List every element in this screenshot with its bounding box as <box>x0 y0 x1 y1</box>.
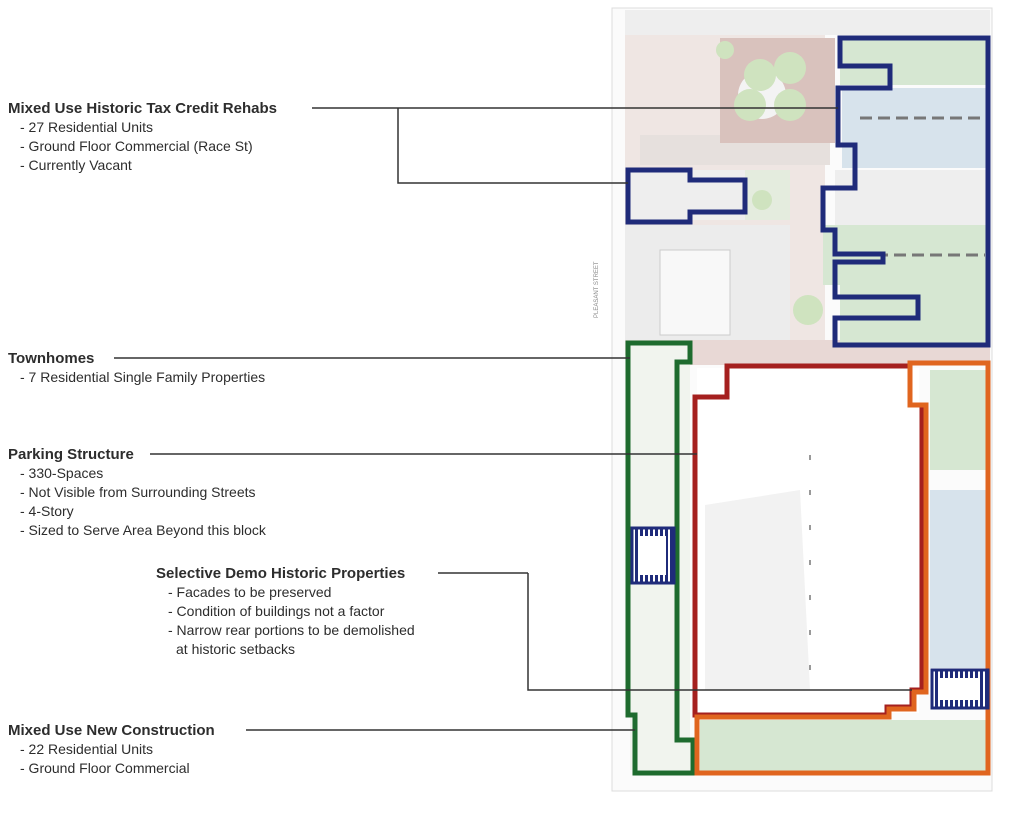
annotation-selective-demo: Selective Demo Historic Properties - Fac… <box>156 564 415 659</box>
demo-hatch-blocks <box>630 526 990 710</box>
annotation-item: - Narrow rear portions to be demolished <box>168 622 415 638</box>
annotation-item: - Facades to be preserved <box>168 584 332 600</box>
annotation-new-construction: Mixed Use New Construction - 22 Resident… <box>8 721 215 778</box>
annotation-title: Townhomes <box>8 350 95 367</box>
new-construction-buildings <box>700 370 988 772</box>
annotation-item: - 4-Story <box>20 503 74 519</box>
annotation-historic-rehabs: Mixed Use Historic Tax Credit Rehabs - 2… <box>8 99 277 175</box>
new-construction-outline <box>694 360 991 776</box>
annotation-title: Mixed Use New Construction <box>8 722 215 739</box>
annotation-item: - Condition of buildings not a factor <box>168 603 385 619</box>
annotation-item: - Sized to Serve Area Beyond this block <box>20 522 266 538</box>
courtyard <box>716 38 835 325</box>
street-label-west: PLEASANT STREET <box>594 261 600 318</box>
annotation-title: Selective Demo Historic Properties <box>156 565 406 582</box>
annotation-title: Mixed Use Historic Tax Credit Rehabs <box>8 100 277 117</box>
annotation-title: Parking Structure <box>8 446 134 463</box>
annotation-item: - 22 Residential Units <box>20 741 154 757</box>
historic-rehab-outline <box>625 35 991 348</box>
annotation-townhomes: Townhomes - 7 Residential Single Family … <box>8 349 265 387</box>
annotation-item: - 27 Residential Units <box>20 119 154 135</box>
annotation-item: - Not Visible from Surrounding Streets <box>20 484 256 500</box>
leader-lines <box>114 107 912 731</box>
annotation-item-continuation: at historic setbacks <box>176 641 296 657</box>
annotation-item: - Ground Floor Commercial <box>20 760 190 776</box>
parking-deck <box>697 368 919 713</box>
annotation-item: - 7 Residential Single Family Properties <box>20 369 266 385</box>
annotation-item: - Currently Vacant <box>20 157 132 173</box>
annotation-item: - 330-Spaces <box>20 465 104 481</box>
townhomes-outline <box>625 340 696 776</box>
annotation-item: - Ground Floor Commercial (Race St) <box>20 138 253 154</box>
annotation-parking: Parking Structure - 330-Spaces - Not Vis… <box>8 445 266 540</box>
